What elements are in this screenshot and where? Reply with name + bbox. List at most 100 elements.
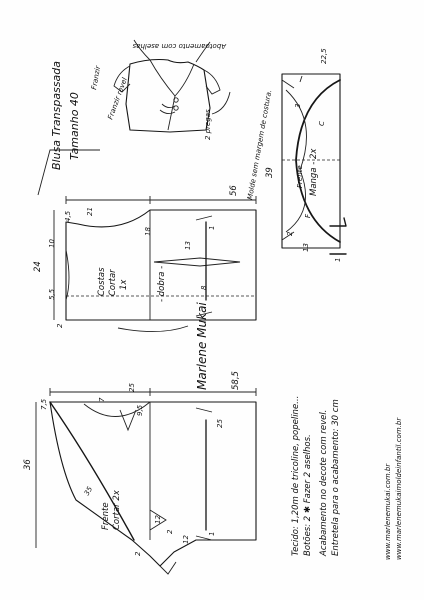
front-dim-1-text: 1 xyxy=(208,532,216,536)
sleeve-label: Manga - 2x xyxy=(309,148,319,196)
materials-block: Tecido: 1,20m de tricoline, popeline... … xyxy=(291,396,341,557)
sleeve-dim-top: 22,5 xyxy=(320,48,328,64)
back-dim-2: 2 xyxy=(56,323,64,328)
website-kids: www.marlenemukaimoldeinfantil.com.br xyxy=(395,417,403,560)
sleeve-label-group: Manga - 2x xyxy=(309,148,319,196)
front-dim-2a: 2 xyxy=(166,529,174,534)
signature: Marlene Mukai xyxy=(195,302,209,390)
back-dim-8-text: 8 xyxy=(200,285,208,290)
illustration-label-pregas: 2 pregas xyxy=(204,109,212,140)
front-dim-25b-text: 25 xyxy=(216,419,224,428)
back-dim-width: 56 xyxy=(229,185,239,196)
pattern-title: Blusa Transpassada xyxy=(50,61,63,170)
sleeve-d4: 1 xyxy=(334,258,342,262)
back-dim-21: 21 xyxy=(86,207,94,216)
materials-buttons: Botões: 2 ✱ Fazer 2 aselhos. xyxy=(303,434,313,556)
back-dim-ticks xyxy=(65,196,257,204)
back-pattern xyxy=(53,196,257,321)
sleeve-dim-2: 2 xyxy=(286,231,294,236)
back-dim-13-text: 13 xyxy=(184,241,192,250)
front-dim-35-text: 35 xyxy=(83,485,95,497)
back-dim-1-text: 1 xyxy=(208,226,216,230)
sleeve-frente: Frente xyxy=(296,165,304,188)
sleeve-dim-13: 13 xyxy=(302,243,310,252)
back-dim-18-text: 18 xyxy=(144,227,152,236)
front-dim-2b-text: 2 xyxy=(134,551,142,556)
sleeve-c-mark: C xyxy=(318,121,326,126)
sleeve-d3: 13 xyxy=(302,243,310,252)
website-block: www.marlenemukai.com.br www.marlenemukai… xyxy=(384,417,403,560)
back-dim-55: 5,5 xyxy=(48,288,56,300)
front-dim-75: 7,5 xyxy=(40,398,48,410)
sleeve-d2: 2 xyxy=(286,231,294,236)
back-outline xyxy=(65,209,257,321)
sleeve-dim-1: 1 xyxy=(334,258,342,262)
back-label-1: Costas xyxy=(97,267,107,296)
sleeve-width: 39 xyxy=(265,167,275,178)
sleeve-cap-curve xyxy=(295,79,341,243)
sleeve-dim-3: 3 xyxy=(294,104,302,108)
front-neckline xyxy=(83,401,151,417)
illustration-label-franzir: Franzir xyxy=(90,64,102,90)
sleeve-dim-width: 39 xyxy=(265,167,275,178)
materials-interfacing: Entretela para o acabamento: 30 cm xyxy=(331,399,341,556)
front-label-1: Frente xyxy=(101,502,111,530)
front-dim-75-text: 7,5 xyxy=(40,398,48,410)
front-dim-12-text: 12 xyxy=(154,515,162,524)
sleeve-top: 22,5 xyxy=(320,48,328,64)
back-dim-45-text: 4,5 xyxy=(64,210,72,222)
back-dim-55-text: 5,5 xyxy=(48,288,56,300)
sleeve-f: F xyxy=(304,213,312,218)
front-dart-top xyxy=(119,409,137,432)
front-ticks xyxy=(195,407,213,541)
front-dart-side xyxy=(149,509,167,531)
front-dim-95-text: 9,5 xyxy=(136,404,144,416)
front-dim-1: 1 xyxy=(208,532,216,536)
front-dim-width: 58,5 xyxy=(231,371,241,390)
back-dim-18: 18 xyxy=(144,227,152,236)
front-dim-7: 7 xyxy=(98,397,106,402)
sleeve-note: Molde sem margem de costura. xyxy=(246,89,273,200)
back-dim-45: 4,5 xyxy=(64,210,72,222)
back-dart xyxy=(153,257,241,267)
back-fold-group: - dobra - xyxy=(157,266,167,302)
title-block: Blusa Transpassada Tamanho 40 xyxy=(50,61,81,170)
back-dim-21-text: 21 xyxy=(86,207,94,216)
materials-finish: Acabamento no decote com revel. xyxy=(319,410,329,557)
front-width: 58,5 xyxy=(231,371,241,390)
website-main: www.marlenemukai.com.br xyxy=(384,463,392,560)
sleeve-d1: 3 xyxy=(294,104,302,108)
front-outline xyxy=(49,401,257,567)
label-franzir: Franzir xyxy=(90,64,102,90)
back-dim-10-text: 10 xyxy=(48,239,56,248)
front-dim-25b: 25 xyxy=(216,419,224,428)
front-dim-2a-text: 2 xyxy=(166,529,174,534)
signature-flourish xyxy=(117,325,189,333)
back-label-group: Costas Cortar 1x xyxy=(97,267,129,296)
back-dim-1: 1 xyxy=(208,226,216,230)
label-revel: Franzir revel xyxy=(106,77,129,121)
pattern-size: Tamanho 40 xyxy=(68,92,81,160)
sleeve-pattern xyxy=(281,73,347,255)
front-dim-12: 12 xyxy=(154,515,162,524)
front-dim-2b: 2 xyxy=(134,551,142,556)
sleeve-outline xyxy=(281,73,341,249)
back-dim-24: 24 xyxy=(33,261,43,272)
back-armhole xyxy=(65,249,70,301)
sleeve-frente-mark: Frente xyxy=(296,165,304,188)
illustration-label-closure: Abotoamento com aselhas xyxy=(132,42,227,50)
back-dim-10: 10 xyxy=(48,239,56,248)
illustration-label-revel: Franzir revel xyxy=(106,77,129,121)
no-seam-allowance-note: Molde sem margem de costura. xyxy=(246,89,273,200)
back-label-2: Cortar xyxy=(108,269,118,296)
back-width: 56 xyxy=(229,185,239,196)
sleeve-ticks xyxy=(281,79,295,241)
front-dim-25-text: 25 xyxy=(128,383,136,392)
materials-fabric: Tecido: 1,20m de tricoline, popeline... xyxy=(291,396,301,556)
front-dim-36: 36 xyxy=(23,459,33,470)
sleeve-grainline-marks xyxy=(329,217,347,255)
title-underline xyxy=(37,149,100,196)
front-dim-ticks xyxy=(49,388,257,396)
